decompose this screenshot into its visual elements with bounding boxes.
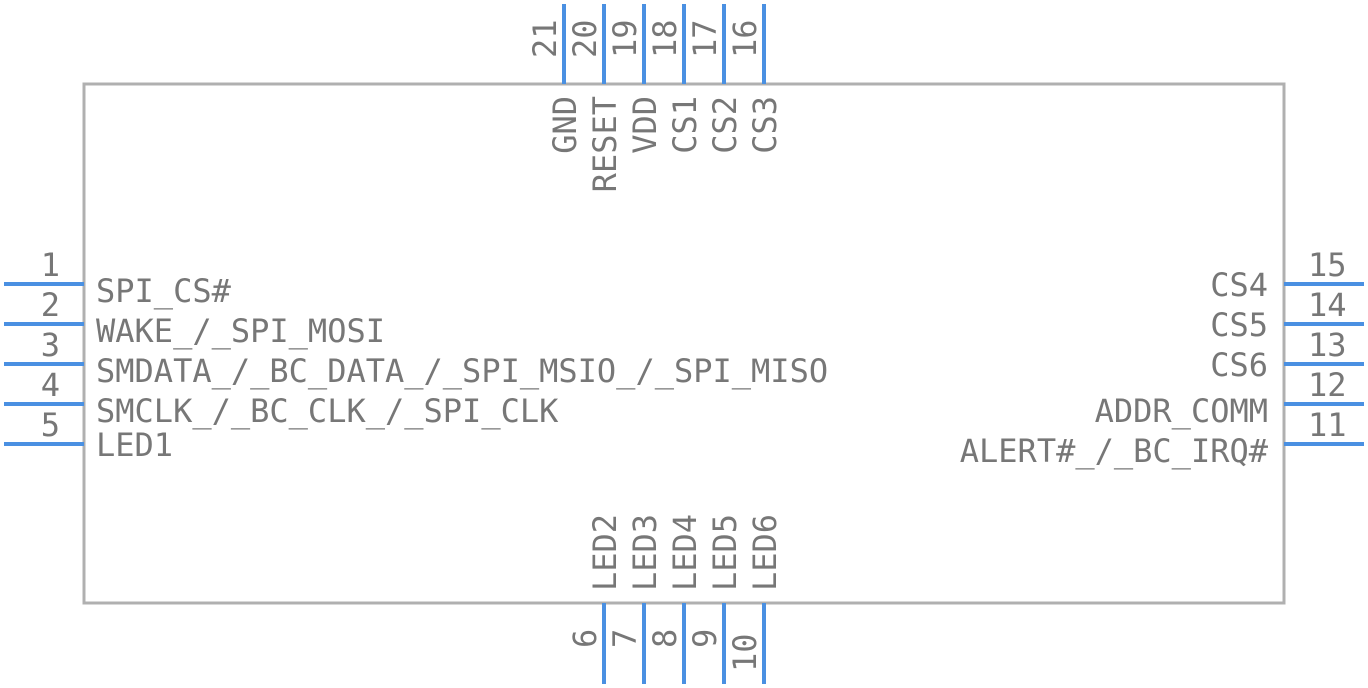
pin-number: 8 <box>646 629 684 648</box>
pin-number: 20 <box>566 19 604 58</box>
bottom-pins: 6 LED2 7 LED3 8 LED4 9 LED5 10 LED6 <box>566 514 784 684</box>
pin-left-5: 5 LED1 <box>4 406 173 464</box>
pin-left-3: 3 SMDATA_/_BC_DATA_/_SPI_MSIO_/_SPI_MISO <box>4 326 828 390</box>
top-pins: 21 GND 20 RESET 19 VDD 18 CS1 17 CS2 16 … <box>526 4 784 192</box>
pin-name: LED6 <box>746 514 784 591</box>
pin-number: 14 <box>1308 286 1347 324</box>
pin-name: CS1 <box>666 96 704 154</box>
pin-number: 3 <box>41 326 60 364</box>
pin-top-20: 20 RESET <box>566 4 624 192</box>
pin-number: 12 <box>1308 366 1347 404</box>
pin-number: 19 <box>606 19 644 58</box>
pin-name: SPI_CS# <box>96 272 232 310</box>
pin-name: GND <box>546 96 584 154</box>
pin-number: 17 <box>686 19 724 58</box>
pin-name: CS4 <box>1210 266 1268 304</box>
pin-number: 21 <box>526 19 564 58</box>
pin-number: 9 <box>686 629 724 648</box>
pin-number: 1 <box>41 246 60 284</box>
pin-number: 5 <box>41 406 60 444</box>
pin-name: VDD <box>626 96 664 154</box>
pin-right-12: 12 ADDR_COMM <box>1095 366 1364 430</box>
pin-bottom-10: 10 LED6 <box>726 514 784 684</box>
pin-name: LED5 <box>706 514 744 591</box>
pin-number: 11 <box>1308 406 1347 444</box>
pin-number: 7 <box>606 629 644 648</box>
pin-number: 6 <box>566 629 604 648</box>
pin-name: CS2 <box>706 96 744 154</box>
pin-name: LED4 <box>666 514 704 591</box>
pin-number: 16 <box>726 19 764 58</box>
pin-number: 10 <box>726 633 764 672</box>
pin-name: CS5 <box>1210 306 1268 344</box>
pin-name: LED3 <box>626 514 664 591</box>
pin-name: RESET <box>586 96 624 192</box>
pin-number: 15 <box>1308 246 1347 284</box>
pin-top-17: 17 CS2 <box>686 4 744 154</box>
pin-top-19: 19 VDD <box>606 4 664 154</box>
pin-number: 4 <box>41 366 60 404</box>
pin-right-14: 14 CS5 <box>1210 286 1364 344</box>
pin-name: CS3 <box>746 96 784 154</box>
pin-name: LED1 <box>96 426 173 464</box>
pin-name: ADDR_COMM <box>1095 392 1268 430</box>
pin-name: ALERT#_/_BC_IRQ# <box>960 432 1269 470</box>
right-pins: 15 CS4 14 CS5 13 CS6 12 ADDR_COMM 11 ALE… <box>960 246 1364 470</box>
pin-number: 18 <box>646 19 684 58</box>
pin-name: SMDATA_/_BC_DATA_/_SPI_MSIO_/_SPI_MISO <box>96 352 828 390</box>
pin-left-1: 1 SPI_CS# <box>4 246 232 310</box>
pin-number: 2 <box>41 286 60 324</box>
pin-left-4: 4 SMCLK_/_BC_CLK_/_SPI_CLK <box>4 366 559 430</box>
pin-bottom-7: 7 LED3 <box>606 514 664 684</box>
pin-left-2: 2 WAKE_/_SPI_MOSI <box>4 286 385 350</box>
pin-name: CS6 <box>1210 346 1268 384</box>
pin-number: 13 <box>1308 326 1347 364</box>
pin-name: SMCLK_/_BC_CLK_/_SPI_CLK <box>96 392 559 430</box>
pin-bottom-6: 6 LED2 <box>566 514 624 684</box>
pin-bottom-9: 9 LED5 <box>686 514 744 684</box>
pin-right-11: 11 ALERT#_/_BC_IRQ# <box>960 406 1364 470</box>
pin-name: WAKE_/_SPI_MOSI <box>96 312 385 350</box>
pin-top-16: 16 CS3 <box>726 4 784 154</box>
pin-right-13: 13 CS6 <box>1210 326 1364 384</box>
left-pins: 1 SPI_CS# 2 WAKE_/_SPI_MOSI 3 SMDATA_/_B… <box>4 246 828 464</box>
pin-top-21: 21 GND <box>526 4 584 154</box>
component-body <box>82 82 1286 605</box>
pin-name: LED2 <box>586 514 624 591</box>
pin-bottom-8: 8 LED4 <box>646 514 704 684</box>
pin-right-15: 15 CS4 <box>1210 246 1364 304</box>
pin-top-18: 18 CS1 <box>646 4 704 154</box>
